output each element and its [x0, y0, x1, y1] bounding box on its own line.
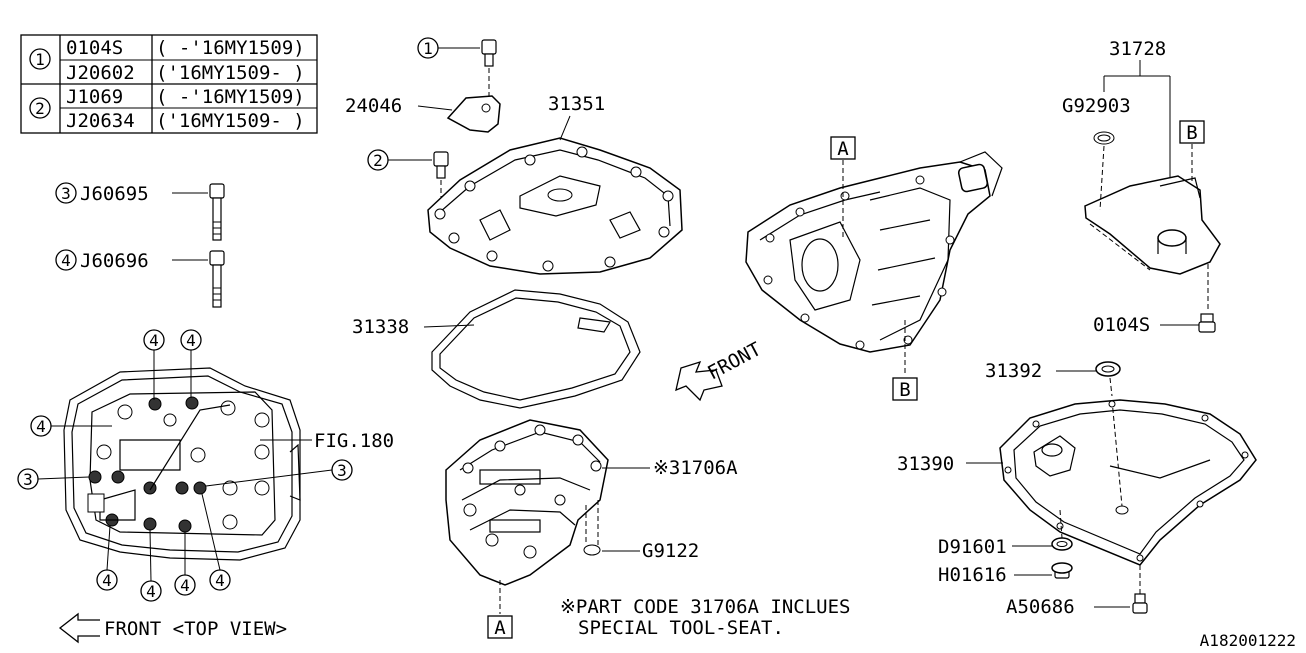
- box-a-label: A: [837, 138, 849, 160]
- transmission-bolts: [763, 175, 955, 350]
- reference-box-a: [487, 615, 513, 639]
- label-31706a: ※31706A: [653, 457, 738, 479]
- label-31728: 31728: [1109, 38, 1166, 60]
- table-part-j20634: J20634: [66, 110, 135, 132]
- label-31392: 31392: [985, 360, 1042, 382]
- oil-strainer-31728: 31728 G92903 B 0104S: [1062, 38, 1221, 336]
- callout-4: 4: [186, 331, 196, 350]
- arrow-front-icon: [675, 360, 723, 402]
- label-31338: 31338: [352, 316, 409, 338]
- front-top-view-indicator: FRONT <TOP VIEW>: [58, 612, 287, 644]
- callout-4: 4: [36, 417, 46, 436]
- bracket-24046: 24046: [345, 95, 501, 133]
- table-part-0104s: 0104S: [66, 37, 123, 59]
- label-j60695: J60695: [80, 183, 149, 205]
- label-front: FRONT: [704, 338, 765, 384]
- label-24046: 24046: [345, 95, 402, 117]
- bolt-head-icon: [481, 39, 497, 55]
- bolt-j60696-group: 4 J60696: [55, 249, 225, 308]
- label-a50686: A50686: [1006, 596, 1075, 618]
- valve-cover-31351: 31351: [427, 93, 683, 275]
- top-view-valve-body: [63, 367, 301, 561]
- bolt-head-icon: [433, 151, 449, 167]
- callout-4: 4: [102, 571, 112, 590]
- label-g92903: G92903: [1062, 95, 1131, 117]
- note-line-1: ※PART CODE 31706A INCLUES: [560, 596, 850, 618]
- arrow-left-icon: [58, 612, 100, 644]
- reference-box-b: [1179, 120, 1205, 144]
- table-range-1: ('16MY1509- ): [156, 62, 305, 84]
- callout-4-j60696: 4: [61, 251, 71, 270]
- bolt-head-icon: [1198, 321, 1216, 333]
- cover-bosses: [434, 146, 674, 272]
- callout-3: 3: [337, 461, 347, 480]
- bolt-shank-icon: [212, 197, 222, 241]
- callout-4: 4: [215, 571, 225, 590]
- bolt-j60695-group: 3 J60695: [55, 182, 225, 241]
- box-a-label: A: [494, 617, 506, 639]
- note-line-2: SPECIAL TOOL-SEAT.: [578, 617, 784, 639]
- label-front-top-view: FRONT <TOP VIEW>: [104, 618, 287, 640]
- bolt-head-icon: [209, 250, 225, 266]
- table-range-0: ( -'16MY1509): [156, 37, 305, 59]
- bolt-shank-icon: [212, 264, 222, 308]
- callout-1: 1: [423, 39, 433, 58]
- reference-box-a: [830, 136, 856, 160]
- label-j60696: J60696: [80, 250, 149, 272]
- control-valve-31706a: ※31706A G9122 A: [445, 419, 738, 639]
- control-valve-bosses: [462, 424, 602, 559]
- callout-circle-2: [29, 97, 51, 119]
- top-view-bolt-holes: [96, 400, 270, 530]
- label-d91601: D91601: [938, 536, 1007, 558]
- callout-2: 2: [373, 151, 383, 170]
- table-range-3: ('16MY1509- ): [156, 110, 305, 132]
- label-0104s: 0104S: [1093, 314, 1150, 336]
- reference-box-b: [892, 377, 918, 401]
- top-view-callouts: 4 4 4 3 3 4 4 4 4 FIG.180: [17, 329, 394, 602]
- table-range-2: ( -'16MY1509): [156, 86, 305, 108]
- footnote: ※PART CODE 31706A INCLUES SPECIAL TOOL-S…: [560, 596, 850, 639]
- callout-4: 4: [149, 331, 159, 350]
- table-part-j20602: J20602: [66, 62, 135, 84]
- gasket-31338: 31338: [352, 289, 641, 409]
- part-reference-table: 1 2 0104S ( -'16MY1509) J20602 ('16MY150…: [20, 34, 318, 134]
- box-b-label: B: [1186, 122, 1197, 144]
- table-ref-2: 2: [35, 99, 45, 118]
- bolt-head-icon: [1132, 602, 1148, 614]
- label-g9122: G9122: [642, 540, 699, 562]
- top-view-marked-bolts: [88, 396, 207, 533]
- oil-pan-bolt-holes: [1004, 400, 1249, 562]
- table-part-j1069: J1069: [66, 86, 123, 108]
- label-fig180: FIG.180: [314, 430, 394, 452]
- callout-3: 3: [23, 470, 33, 489]
- callout-4: 4: [180, 576, 190, 595]
- callout-circle-1: [29, 48, 51, 70]
- front-direction-indicator: FRONT: [675, 338, 765, 402]
- label-31390: 31390: [897, 453, 954, 475]
- diagram-id: A182001222: [1200, 631, 1296, 650]
- bolt-callout-1: 1: [417, 37, 497, 96]
- callout-4: 4: [146, 582, 156, 601]
- transmission-case: A B: [745, 136, 1003, 401]
- label-31351: 31351: [548, 93, 605, 115]
- oil-pan-31390: 31392 31390 D91601 H01616 A50686: [897, 360, 1257, 618]
- bolt-callout-2: 2: [367, 149, 449, 205]
- callout-3-j60695: 3: [61, 184, 71, 203]
- bolt-head-icon: [209, 183, 225, 199]
- label-h01616: H01616: [938, 564, 1007, 586]
- table-ref-1: 1: [35, 50, 45, 69]
- box-b-label: B: [899, 379, 910, 401]
